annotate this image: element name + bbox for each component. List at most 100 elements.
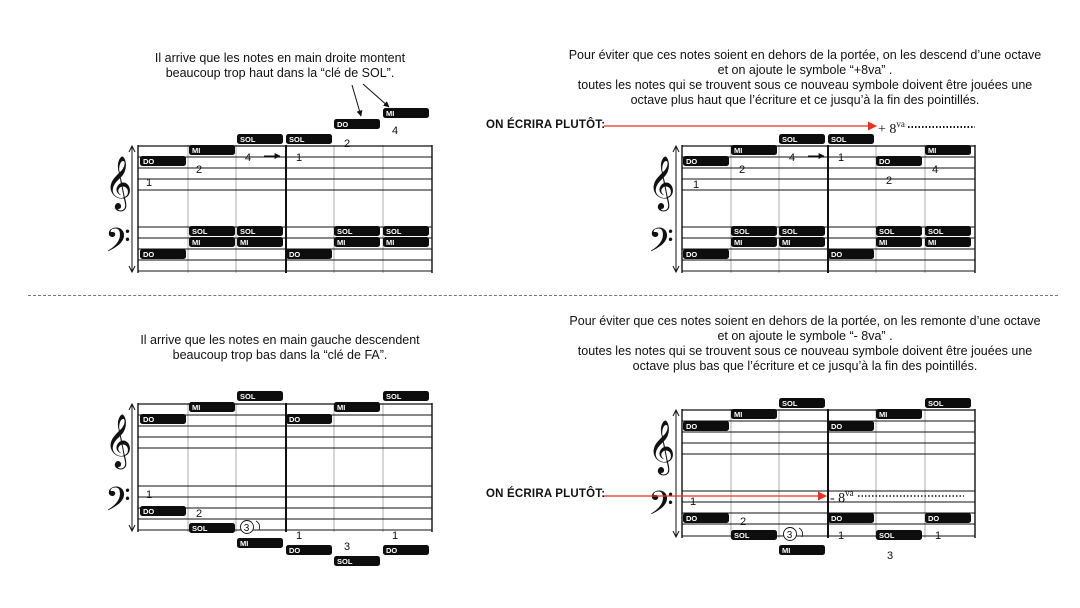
finger-number: 2 [344, 138, 350, 150]
note-label: SOL [240, 392, 256, 401]
pointer-arrow [351, 84, 363, 117]
note-label: SOL [879, 227, 895, 236]
note-box: MI [383, 237, 429, 247]
note-box-bg [383, 391, 429, 401]
note-box: MI [731, 237, 777, 247]
finger-number: 4 [932, 164, 938, 176]
note-box-bg [383, 545, 429, 555]
note-box: DO [286, 249, 332, 259]
note-box: MI [876, 237, 922, 247]
brace-arrow-bottom [672, 265, 680, 274]
note-box: MI [779, 237, 825, 247]
note-box-bg [779, 134, 825, 144]
note-label: SOL [734, 227, 750, 236]
note-label: DO [337, 120, 348, 129]
treble-clef-icon: 𝄞 [105, 155, 132, 211]
note-box: MI [383, 108, 429, 118]
circled-finger [240, 520, 254, 534]
note-box-bg [876, 409, 922, 419]
note-box-bg [925, 226, 971, 236]
note-box: SOL [731, 226, 777, 236]
note-label: SOL [879, 531, 895, 540]
finger-number: 1 [146, 177, 152, 189]
note-box: SOL [237, 134, 283, 144]
note-box: MI [731, 409, 777, 419]
note-label: MI [782, 238, 790, 247]
circled-finger [783, 527, 797, 541]
note-label: DO [289, 250, 300, 259]
note-box: MI [237, 538, 283, 548]
finger-number: 1 [146, 489, 152, 501]
note-label: MI [928, 238, 936, 247]
note-box-bg [334, 226, 380, 236]
note-box-bg [731, 530, 777, 540]
note-box-bg [876, 156, 922, 166]
note-label: MI [734, 146, 742, 155]
note-box: DO [828, 421, 874, 431]
note-label: DO [289, 546, 300, 555]
note-box-bg [189, 523, 235, 533]
note-label: MI [240, 539, 248, 548]
note-box: SOL [189, 523, 235, 533]
finger-number: 4 [789, 152, 795, 164]
note-box: DO [683, 156, 729, 166]
note-box: DO [828, 249, 874, 259]
brace-arrow-bottom [128, 265, 136, 274]
note-box-bg [828, 513, 874, 523]
note-label: MI [734, 410, 742, 419]
ottava-up-mark: + 8va [878, 119, 905, 137]
finger-number: 2 [740, 516, 746, 528]
note-box-bg [189, 226, 235, 236]
note-box: DO [140, 414, 186, 424]
note-box-bg [189, 402, 235, 412]
finger-number: 4 [245, 152, 251, 164]
note-box: DO [683, 421, 729, 431]
note-box: DO [876, 156, 922, 166]
note-box: DO [683, 513, 729, 523]
note-box-bg [876, 237, 922, 247]
note-box-bg [286, 134, 332, 144]
note-label: SOL [192, 524, 208, 533]
note-label: SOL [782, 399, 798, 408]
note-box-bg [779, 545, 825, 555]
finger-number: 2 [739, 164, 745, 176]
brace-arrow-top [672, 408, 680, 417]
note-label: MI [386, 238, 394, 247]
note-label: DO [686, 250, 697, 259]
rewrite-label-top: ON ÉCRIRA PLUTÔT: [486, 119, 606, 131]
note-label: DO [879, 157, 890, 166]
note-label: DO [686, 157, 697, 166]
note-box-bg [828, 421, 874, 431]
note-label: SOL [337, 557, 353, 566]
note-label: MI [879, 410, 887, 419]
note-box-bg [334, 402, 380, 412]
note-box-bg [779, 398, 825, 408]
note-box: DO [683, 249, 729, 259]
note-box-bg [876, 530, 922, 540]
finger-number: 1 [838, 530, 844, 542]
finger-number: 4 [392, 125, 398, 137]
note-box: DO [828, 513, 874, 523]
note-box: MI [731, 145, 777, 155]
note-label: SOL [782, 227, 798, 236]
note-label: SOL [386, 227, 402, 236]
note-label: SOL [928, 399, 944, 408]
ottava-marks: + 8va - 8va [830, 119, 905, 506]
note-box-bg [237, 134, 283, 144]
note-box-bg [189, 145, 235, 155]
finger-number: 2 [196, 164, 202, 176]
note-box: SOL [925, 398, 971, 408]
note-box-bg [383, 226, 429, 236]
circled-finger-number: 3 [787, 530, 793, 541]
finger-number: 1 [296, 152, 302, 164]
rewrite-label-bottom: ON ÉCRIRA PLUTÔT: [486, 488, 606, 500]
note-box-bg [189, 237, 235, 247]
caption-line: Il arrive que les notes en main gauche d… [140, 333, 420, 347]
note-box: MI [779, 545, 825, 555]
tie-curve [255, 520, 260, 531]
note-box-bg [683, 249, 729, 259]
note-box-bg [683, 513, 729, 523]
note-box: DO [383, 545, 429, 555]
caption-line: octave plus haut que l’écriture et ce ju… [630, 93, 980, 107]
